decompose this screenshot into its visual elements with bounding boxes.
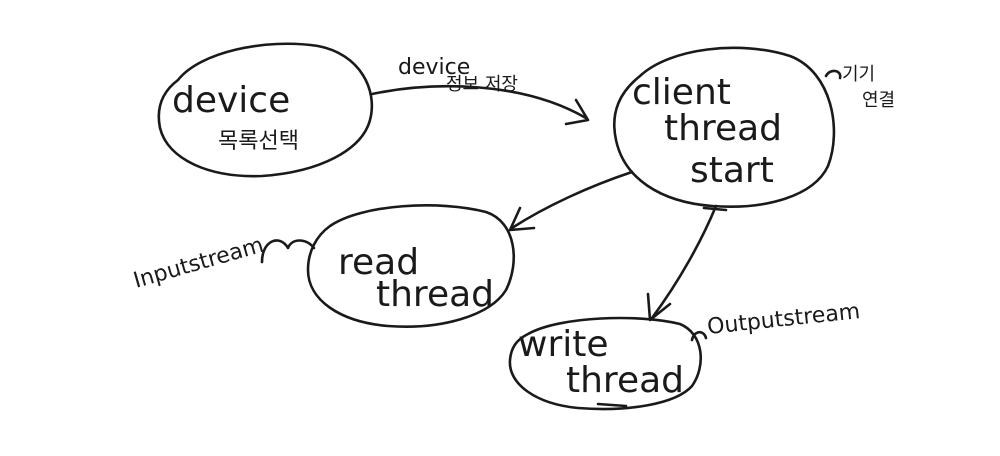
node-read-label: read <box>338 242 419 283</box>
node-client-thread: client thread start <box>613 46 836 208</box>
node-device: device 목록선택 <box>157 42 374 178</box>
annotation-inputstream-label: Inputstream <box>131 233 267 294</box>
node-write-outline <box>508 316 703 411</box>
node-read-outline <box>306 204 516 328</box>
edge-client-to-write-arrowhead <box>646 292 672 322</box>
edge-device-to-client-arrowhead <box>564 98 590 126</box>
annotation-client-line1: 기기 <box>842 64 875 85</box>
annotation-client-connector <box>824 69 842 80</box>
node-read-label-2: thread <box>376 274 494 315</box>
node-client-tail <box>702 206 728 212</box>
node-device-outline <box>157 42 374 178</box>
node-client-label-3: start <box>690 150 774 191</box>
edge-client-to-read-line <box>510 170 634 230</box>
annotation-outputstream-label: Outputstream <box>706 299 861 340</box>
edge-client-to-write-line <box>650 204 718 320</box>
node-client-label-2: thread <box>664 108 782 149</box>
node-device-sublabel: 목록선택 <box>218 129 299 154</box>
node-write-underline <box>596 402 628 408</box>
node-device-label: device <box>172 80 290 121</box>
annotation-inputstream-connector <box>260 239 316 264</box>
annotation-client-line2: 연결 <box>862 90 895 111</box>
annotation-outputstream: Outputstream <box>690 299 861 342</box>
node-write-label: write <box>518 324 609 365</box>
edge-client-to-write <box>646 204 728 322</box>
node-write-thread: write thread <box>508 316 703 411</box>
edge-device-to-client-label: device <box>398 55 470 80</box>
node-client-outline <box>613 46 836 208</box>
annotation-outputstream-connector <box>690 330 708 342</box>
edge-device-to-client: device 정보 저장 <box>370 55 590 126</box>
edge-client-to-read <box>508 170 634 232</box>
edge-device-to-client-sublabel: 정보 저장 <box>446 74 518 95</box>
edge-device-to-client-line <box>370 85 588 120</box>
node-client-label: client <box>632 72 731 113</box>
annotation-client-connect: 기기 연결 <box>824 64 895 111</box>
annotation-inputstream: Inputstream <box>131 233 316 294</box>
edge-client-to-read-arrowhead <box>508 206 536 232</box>
node-read-thread: read thread <box>306 204 516 328</box>
node-write-label-2: thread <box>566 360 684 401</box>
